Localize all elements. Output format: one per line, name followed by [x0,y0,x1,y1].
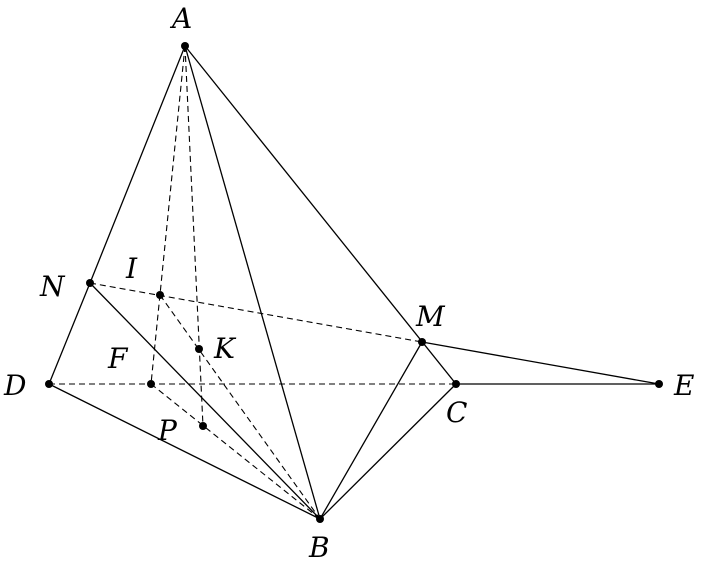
point-D [45,380,53,388]
point-N [86,279,94,287]
point-F [147,380,155,388]
point-P [199,422,207,430]
segment-ND [48,282,91,385]
label-E: E [673,369,694,402]
segment-FB [150,383,321,520]
point-E [655,380,663,388]
segment-DB [48,383,321,520]
point-A [181,42,189,50]
segment-CB [319,383,457,520]
point-B [316,515,324,523]
segment-AF [150,45,186,385]
label-K: K [213,332,237,365]
label-A: A [169,2,192,35]
label-N: N [39,270,66,303]
segment-AP [184,45,204,427]
label-M: M [415,300,446,333]
label-C: C [446,396,467,429]
segment-AB [184,45,321,520]
segment-IB [159,294,321,520]
segment-AC [184,45,457,385]
segment-NM [89,282,423,343]
segment-ME [421,341,660,385]
point-I [156,291,164,299]
point-M [418,338,426,346]
segment-AN [89,45,186,284]
label-D: D [3,369,26,402]
point-C [452,380,460,388]
segment-NB [89,282,321,520]
label-I: I [125,252,138,285]
point-K [195,345,203,353]
label-B: B [308,531,330,564]
label-F: F [107,342,129,375]
segment-MB [319,341,423,520]
label-P: P [157,414,178,447]
